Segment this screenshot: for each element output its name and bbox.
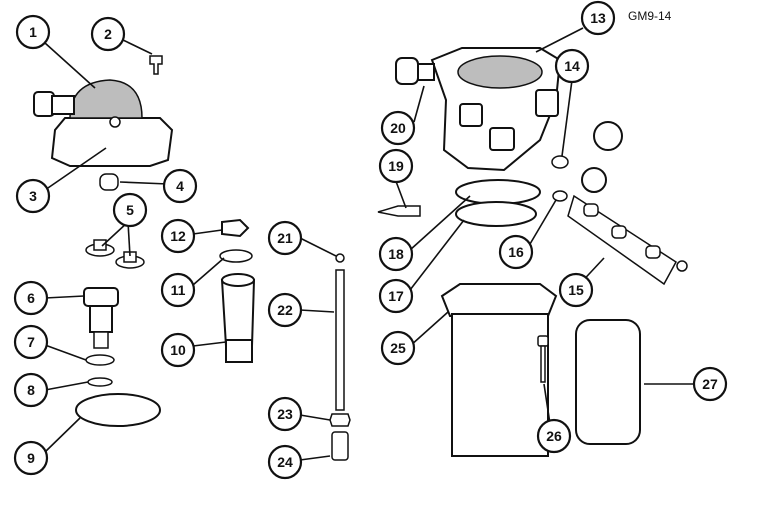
callout-label: 11 — [171, 282, 186, 298]
callout-label: 23 — [277, 406, 293, 422]
part-19-valve — [377, 205, 421, 217]
part-12-fitting — [221, 218, 250, 238]
part-6-valve — [83, 287, 119, 349]
part-1-filter-head — [33, 79, 174, 167]
callout-label: 27 — [702, 376, 718, 392]
callout-label: 19 — [388, 158, 404, 174]
callout-24: 24 — [267, 444, 303, 480]
callout-label: 2 — [104, 26, 112, 42]
part-4-plug — [99, 173, 119, 191]
part-25-filter-canister — [440, 283, 558, 457]
callout-label: 4 — [176, 178, 184, 194]
part-22-rod — [335, 269, 345, 411]
callout-label: 13 — [590, 10, 606, 26]
callout-label: 5 — [126, 202, 134, 218]
callout-label: 25 — [390, 340, 406, 356]
callout-label: 15 — [568, 282, 584, 298]
callout-1: 1 — [15, 14, 51, 50]
part-16-washer — [552, 190, 568, 202]
part-23-nut — [329, 413, 351, 427]
callout-19: 19 — [378, 148, 414, 184]
callout-label: 22 — [277, 302, 293, 318]
part-11-o-ring — [219, 249, 253, 263]
callout-label: 1 — [29, 24, 37, 40]
callout-11: 11 — [160, 272, 196, 308]
part-13-filter-housing-head — [430, 47, 562, 172]
part-20-plug — [395, 57, 435, 85]
callout-10: 10 — [160, 332, 196, 368]
leader-lines — [44, 27, 694, 461]
part-24-cap — [331, 431, 349, 461]
callout-label: 24 — [277, 454, 293, 470]
callout-16: 16 — [498, 234, 534, 270]
callout-label: 20 — [390, 120, 406, 136]
part-18-gasket — [455, 179, 541, 205]
callout-21: 21 — [267, 220, 303, 256]
callout-label: 10 — [170, 342, 186, 358]
callout-label: 12 — [170, 228, 186, 244]
part-27-cover-plate — [575, 319, 641, 445]
part-7-washer — [85, 354, 115, 366]
part-8-washer — [87, 377, 113, 387]
callout-label: 14 — [564, 58, 580, 74]
part-26-bolt — [537, 335, 549, 383]
callout-22: 22 — [267, 292, 303, 328]
callout-2: 2 — [90, 16, 126, 52]
callout-9: 9 — [13, 440, 49, 476]
callout-23: 23 — [267, 396, 303, 432]
callout-25: 25 — [380, 330, 416, 366]
figure-id-label: GM9-14 — [628, 9, 672, 23]
part-14-washer — [551, 155, 569, 169]
callout-label: 6 — [27, 290, 35, 306]
callout-12: 12 — [160, 218, 196, 254]
callout-7: 7 — [13, 324, 49, 360]
part-21-ball — [335, 253, 345, 263]
callout-15: 15 — [558, 272, 594, 308]
callout-label: 21 — [277, 230, 293, 246]
callout-label: 3 — [29, 188, 37, 204]
callout-label: 18 — [388, 246, 404, 262]
callout-13: 13 — [580, 0, 616, 36]
callout-8: 8 — [13, 372, 49, 408]
part-17-gasket — [455, 201, 537, 227]
part-15-plug-set — [567, 121, 688, 286]
callout-label: 8 — [27, 382, 35, 398]
callout-17: 17 — [378, 278, 414, 314]
part-2-screw — [149, 55, 163, 75]
callout-20: 20 — [380, 110, 416, 146]
callout-label: 16 — [508, 244, 524, 260]
callout-26: 26 — [536, 418, 572, 454]
callout-3: 3 — [15, 178, 51, 214]
callout-5: 5 — [112, 192, 148, 228]
part-10-stand-pipe — [220, 273, 256, 363]
callout-4: 4 — [162, 168, 198, 204]
callout-label: 17 — [388, 288, 404, 304]
callout-27: 27 — [692, 366, 728, 402]
part-9-o-ring — [75, 393, 161, 427]
callout-label: 7 — [27, 334, 35, 350]
callout-label: 26 — [546, 428, 562, 444]
callout-14: 14 — [554, 48, 590, 84]
callout-6: 6 — [13, 280, 49, 316]
callout-18: 18 — [378, 236, 414, 272]
part-5-bolts — [85, 239, 145, 269]
callout-label: 9 — [27, 450, 35, 466]
